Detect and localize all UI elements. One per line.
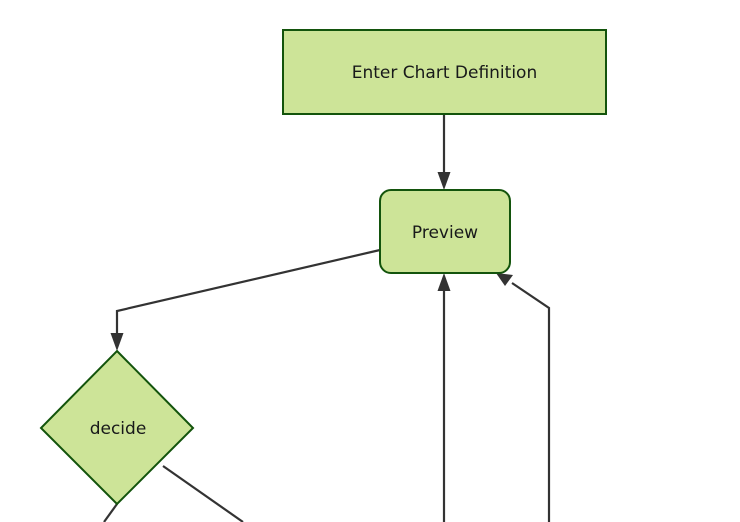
edge-line [511,282,551,522]
edge-line [115,248,381,337]
node-enter-chart-definition[interactable]: Enter Chart Definition [282,29,607,115]
node-decide[interactable]: decide [39,349,195,506]
node-preview[interactable]: Preview [379,189,511,274]
node-shape-diamond[interactable] [39,349,195,506]
edge-decide-down-right [162,465,244,522]
edge-line [162,465,244,522]
edge-enter-to-preview [437,114,451,190]
arrowhead-icon [437,273,451,291]
edge-bottom-right-to-preview [496,273,551,522]
arrowhead-icon [110,333,124,351]
node-shape-rounded-rectangle[interactable] [379,189,511,274]
arrowhead-icon [496,273,513,286]
edge-preview-to-decide [110,248,381,351]
edge-line [103,503,118,522]
edge-bottom-left-to-preview [437,273,451,522]
arrowhead-icon [437,172,451,190]
node-shape-rectangle[interactable] [282,29,607,115]
edge-decide-down-left [103,503,118,522]
